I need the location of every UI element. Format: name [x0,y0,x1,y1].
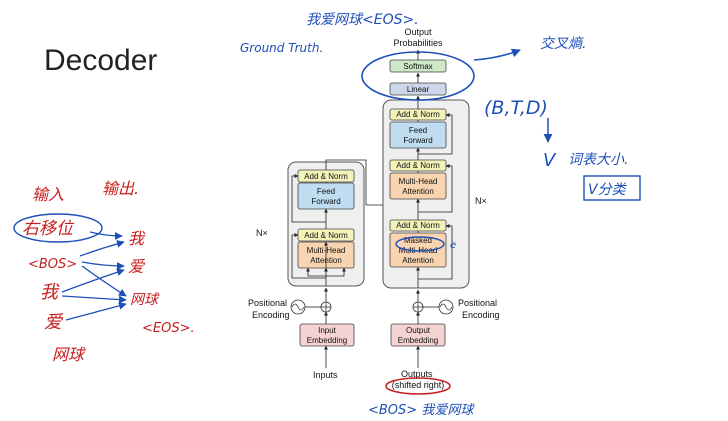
btd-annotation: (B,T,D) [484,97,548,119]
output-embedding-line2: Embedding [398,336,438,345]
vocab-size-annotation: 词表大小. [568,152,628,168]
decoder-cross-attn-line2: Attention [402,187,434,196]
input-embedding-line2: Embedding [307,336,347,345]
input-embedding-line1: Input [318,326,337,335]
decoder-add-norm-1-label: Add & Norm [396,221,440,230]
decoder-add-norm-2-label: Add & Norm [396,161,440,170]
shifted-right-circle-annotation [385,377,451,395]
e-mark-annotation: e [450,240,456,251]
decoder-cross-attn-line1: Multi-Head [399,177,438,186]
softmax-label: Softmax [403,62,432,71]
decoder-pe-line1: Positional [458,298,497,308]
bottom-blue-annotation: <BOS> 我爱网球 [368,403,475,418]
top-blue-annotation: 我爱网球<EOS>. [306,12,419,28]
ai-right-annotation: 爱 [128,257,146,276]
decoder-ff-line2: Forward [403,136,432,145]
outputs-label: Outputs [401,369,433,379]
wangqiu-left-annotation: 网球 [52,345,86,364]
output-embedding-line1: Output [406,326,431,335]
eos-annotation: <EOS>. [142,321,195,336]
shuchu-annotation: 输出. [102,179,139,198]
output-prob-line1: Output [404,27,432,37]
inputs-label: Inputs [313,370,338,380]
v-class-annotation: V分类 [588,182,628,198]
encoder-nx-label: N× [256,228,268,238]
v-class-box [583,175,641,201]
ground-truth-annotation: Ground Truth. [240,41,323,55]
encoder-add-norm-top-label: Add & Norm [304,172,348,181]
cross-entropy-annotation: 交叉熵. [540,36,586,52]
shifted-right-label: (shifted right) [392,380,445,390]
youyiwei-circle [13,213,103,243]
decoder-add-norm-3-label: Add & Norm [396,110,440,119]
decoder-ff-line1: Feed [409,126,427,135]
decoder-pe-line2: Encoding [462,310,500,320]
encoder-pe-line1: Positional [248,298,287,308]
wo-left-annotation: 我 [40,282,60,303]
encoder-ff-line2: Forward [311,197,340,206]
bos-annotation: <BOS> [28,257,77,272]
masked-circle-annotation [395,236,445,252]
decoder-nx-label: N× [475,196,487,206]
v-annotation: V [543,150,557,171]
output-prob-line2: Probabilities [393,38,443,48]
decoder-masked-line1: Masked [404,236,432,245]
wangqiu-right-annotation: 网球 [130,292,160,308]
youyiwei-annotation: 右移位 [22,219,75,239]
encoder-pe-line2: Encoding [252,310,290,320]
softmax-circle-annotation [361,51,475,101]
page-title: Decoder [44,44,158,77]
shuru-annotation: 输入 [32,185,64,204]
linear-label: Linear [407,85,430,94]
wo-right-annotation: 我 [128,229,146,248]
decoder-masked-line3: Attention [402,256,434,265]
encoder-ff-line1: Feed [317,187,335,196]
encoder-add-norm-bottom-label: Add & Norm [304,231,348,240]
ai-left-annotation: 爱 [44,312,64,333]
